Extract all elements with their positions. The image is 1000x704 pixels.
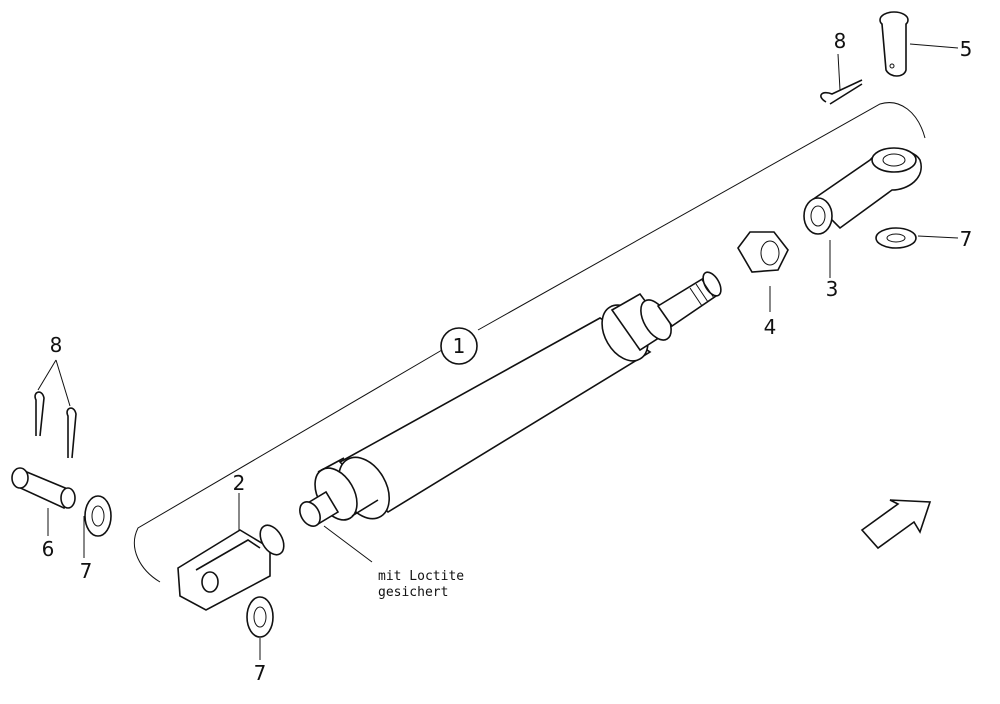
label-nut: 4 xyxy=(764,315,777,339)
washer-right xyxy=(875,227,917,249)
note-line-1: mit Loctite xyxy=(378,569,464,584)
leader-lines xyxy=(37,43,959,660)
label-washer-bottom: 7 xyxy=(254,661,267,685)
direction-arrow-icon xyxy=(860,499,932,550)
washer-left xyxy=(84,495,112,537)
assembly-bracket xyxy=(133,102,926,583)
label-clevis: 2 xyxy=(233,471,246,495)
split-pin-top xyxy=(820,79,863,105)
pin-top xyxy=(879,11,909,77)
label-assembly: 1 xyxy=(453,334,466,358)
label-washer-right: 7 xyxy=(960,227,973,251)
label-rod-end: 3 xyxy=(826,277,839,301)
callout-circle-1 xyxy=(440,327,478,365)
pin-left xyxy=(11,467,76,510)
washer-bottom xyxy=(246,596,274,638)
nut-part xyxy=(737,231,789,273)
label-washer-left: 7 xyxy=(80,559,93,583)
label-split-pin-top: 8 xyxy=(834,29,847,53)
label-pin-top: 5 xyxy=(960,37,973,61)
label-split-pin-left: 8 xyxy=(50,333,63,357)
note-line-2: gesichert xyxy=(378,585,448,600)
split-pin-left-a xyxy=(34,391,45,437)
clevis-part xyxy=(177,524,285,611)
cylinder-body xyxy=(299,271,722,527)
rod-end-part xyxy=(803,147,922,235)
label-pin-left: 6 xyxy=(42,537,55,561)
split-pin-left-b xyxy=(66,407,77,459)
